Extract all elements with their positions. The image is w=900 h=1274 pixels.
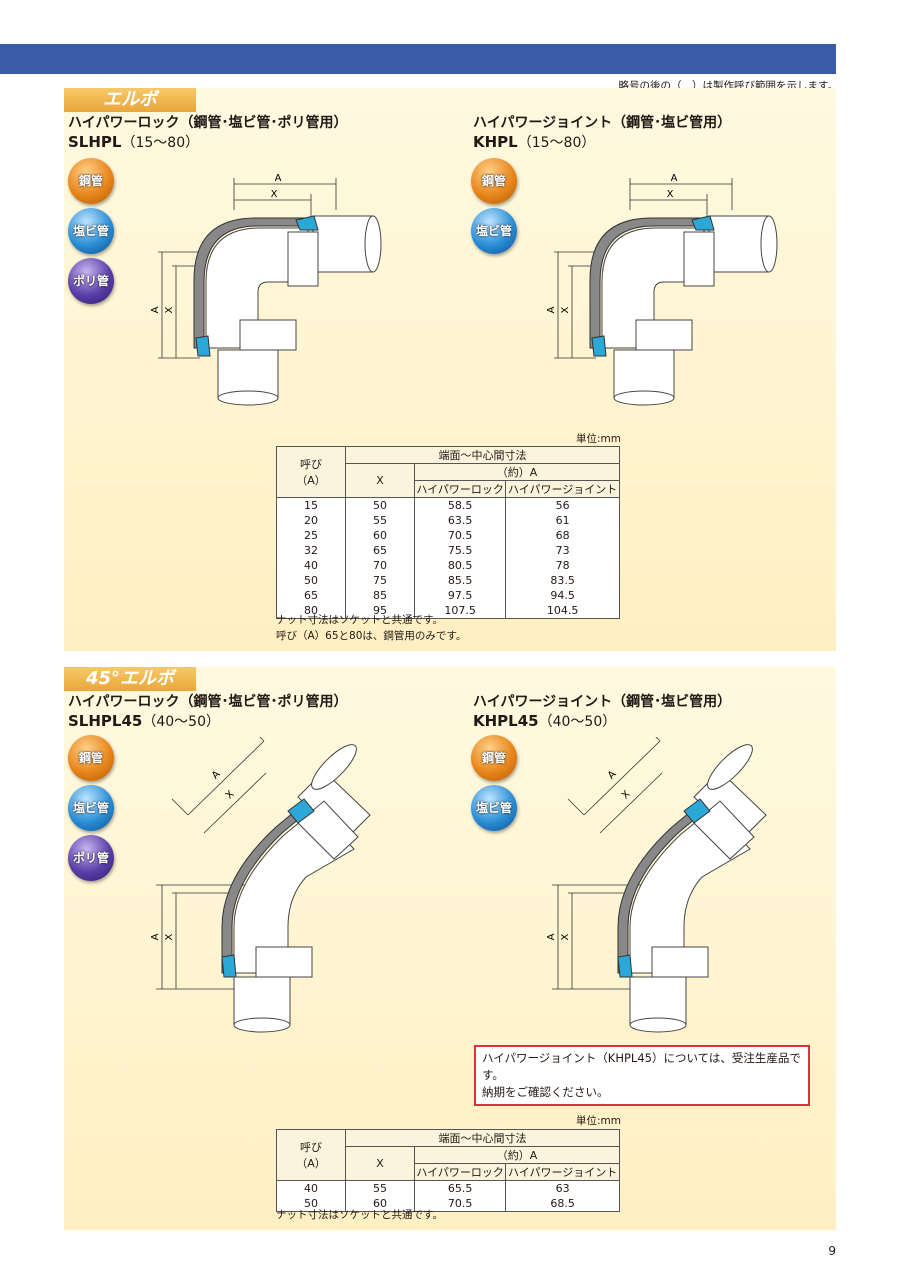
badge-poly-pipe: ポリ管	[68, 258, 114, 304]
badge-pvc-pipe: 塩ビ管	[68, 785, 114, 831]
elbow-diagram-khpl: A X A X	[546, 173, 778, 406]
unit-label: 単位:mm	[576, 1115, 621, 1127]
elbow45-dimension-table: 呼び（A） 端面～中心間寸法 X （約）A ハイパワーロック ハイパワージョイン…	[276, 1129, 620, 1212]
product-title-khpl: ハイパワージョイント（鋼管･塩ビ管用） KHPL（15～80）	[473, 115, 732, 151]
elbow-section: エルボ ハイパワーロック（鋼管･塩ビ管･ポリ管用） SLHPL（15～80） ハ…	[64, 88, 836, 651]
badge-steel-pipe: 鋼管	[471, 735, 517, 781]
header-hipower-joint: ハイパワージョイント	[505, 1163, 620, 1181]
elbow-footnotes: ナット寸法はソケットと共通です。 呼び（A）65と80は、鋼管用のみです。	[276, 614, 467, 642]
badge-steel-pipe: 鋼管	[68, 735, 114, 781]
dim-a-label: A	[275, 173, 282, 184]
header-dimension: 端面～中心間寸法	[345, 1129, 620, 1147]
header-yobi: 呼び（A）	[276, 1129, 346, 1181]
header-bar	[0, 44, 836, 74]
elbow-dimension-table: 呼び（A） 端面～中心間寸法 X （約）A ハイパワーロック ハイパワージョイン…	[276, 446, 620, 619]
badge-pvc-pipe: 塩ビ管	[471, 208, 517, 254]
badge-steel-pipe: 鋼管	[68, 158, 114, 204]
header-x: X	[345, 463, 415, 498]
unit-label: 単位:mm	[576, 433, 621, 445]
header-approx-a: （約）A	[414, 463, 620, 481]
badge-poly-pipe: ポリ管	[68, 835, 114, 881]
badge-steel-pipe: 鋼管	[471, 158, 517, 204]
dim-x-label: X	[667, 189, 674, 200]
elbow45-diagram-khpl45: A X A X	[546, 737, 767, 1033]
product-title-slhpl: ハイパワーロック（鋼管･塩ビ管･ポリ管用） SLHPL（15～80）	[68, 115, 348, 151]
dim-a-label: A	[546, 933, 557, 940]
section-tag-elbow45: 45°エルボ	[64, 667, 196, 691]
elbow45-section: 45°エルボ ハイパワーロック（鋼管･塩ビ管･ポリ管用） SLHPL45（40～…	[64, 667, 836, 1230]
dim-a-label: A	[546, 306, 557, 313]
dim-x-label: X	[164, 306, 175, 313]
dim-a-label: A	[210, 769, 223, 782]
header-yobi: 呼び（A）	[276, 446, 346, 498]
badge-pvc-pipe: 塩ビ管	[471, 785, 517, 831]
dim-a-label: A	[606, 769, 619, 782]
product-title-slhpl45: ハイパワーロック（鋼管･塩ビ管･ポリ管用） SLHPL45（40～50）	[68, 694, 348, 730]
header-hipower-lock: ハイパワーロック	[413, 1163, 507, 1181]
elbow-diagram-slhpl: A X A X	[150, 173, 382, 406]
dim-x-label: X	[271, 189, 278, 200]
header-hipower-joint: ハイパワージョイント	[505, 480, 620, 498]
dim-a-label: A	[150, 306, 161, 313]
dim-x-label: X	[164, 933, 175, 940]
header-x: X	[345, 1146, 415, 1181]
dim-a-label: A	[671, 173, 678, 184]
header-hipower-lock: ハイパワーロック	[413, 480, 507, 498]
section-tag-elbow: エルボ	[64, 88, 196, 112]
page-number: 9	[828, 1244, 836, 1258]
dim-x-label: X	[560, 933, 571, 940]
dim-x-label: X	[224, 789, 237, 802]
dim-x-label: X	[620, 789, 633, 802]
header-approx-a: （約）A	[414, 1146, 620, 1164]
elbow45-diagram-slhpl45: A X A X	[150, 737, 371, 1033]
badge-pvc-pipe: 塩ビ管	[68, 208, 114, 254]
elbow45-footnote: ナット寸法はソケットと共通です。	[276, 1209, 443, 1221]
product-title-khpl45: ハイパワージョイント（鋼管･塩ビ管用） KHPL45（40～50）	[473, 694, 732, 730]
header-dimension: 端面～中心間寸法	[345, 446, 620, 464]
dim-x-label: X	[560, 306, 571, 313]
dim-a-label: A	[150, 933, 161, 940]
made-to-order-notice: ハイパワージョイント（KHPL45）については、受注生産品です。 納期をご確認く…	[474, 1045, 810, 1106]
